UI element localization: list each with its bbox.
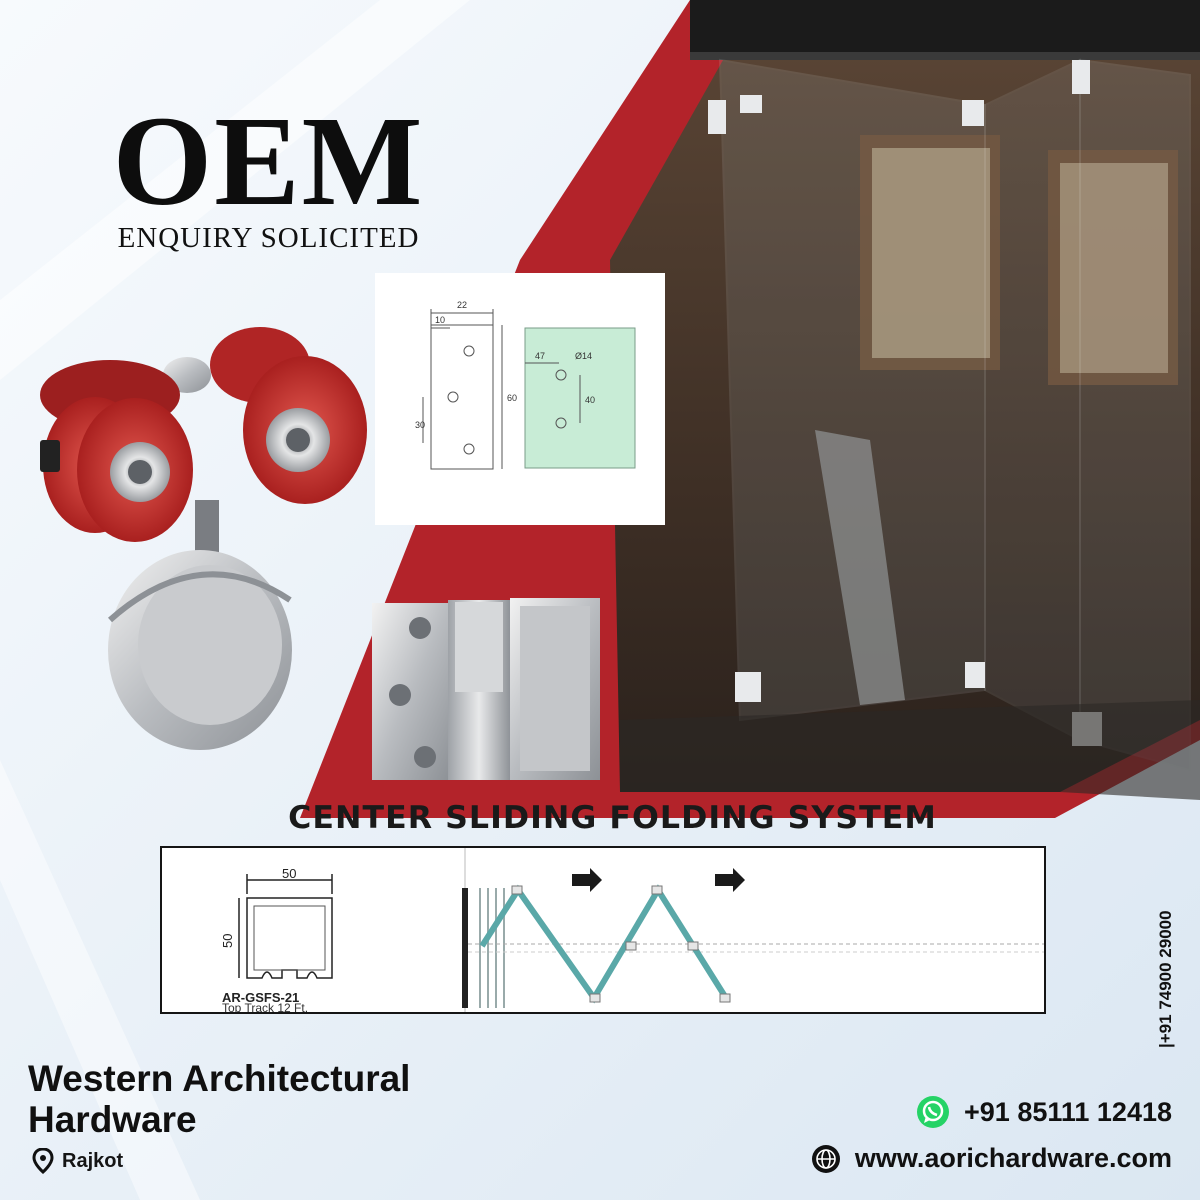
globe-icon	[811, 1144, 840, 1173]
arrow-right-icon	[715, 868, 745, 892]
website-url[interactable]: www.aorichardware.com	[854, 1143, 1172, 1173]
arrow-right-icon	[572, 868, 602, 892]
track-code: AR-GSFS-21	[222, 990, 299, 1005]
dim-d14: Ø14	[575, 351, 592, 361]
oem-title: OEM	[112, 90, 425, 232]
whatsapp-contact[interactable]: +91 85111 12418	[916, 1095, 1172, 1129]
company-name-line2: Hardware	[28, 1099, 197, 1140]
dim-10: 10	[435, 315, 445, 325]
dim-22: 22	[457, 300, 467, 310]
company-name: Western Architectural Hardware	[28, 1058, 508, 1140]
dim-40: 40	[585, 395, 595, 405]
website-contact[interactable]: www.aorichardware.com	[811, 1143, 1172, 1174]
location: Rajkot	[32, 1148, 123, 1174]
hinge-technical-drawing: 22 10 30 60 47 Ø14 40	[375, 273, 665, 525]
whatsapp-icon	[917, 1096, 950, 1128]
track-width-label: 50	[282, 866, 296, 881]
oem-subtitle: ENQUIRY SOLICITED	[117, 222, 420, 254]
location-text: Rajkot	[62, 1149, 124, 1172]
track-description: Top Track 12 Ft.	[222, 1001, 308, 1012]
dim-30: 30	[415, 420, 425, 430]
vertical-phone-number: |+91 74900 29000	[1156, 910, 1175, 1048]
whatsapp-number[interactable]: +91 85111 12418	[964, 1096, 1172, 1127]
company-name-line1: Western Architectural	[28, 1058, 411, 1099]
track-height-label: 50	[220, 934, 235, 948]
roller-hanger-illustration	[40, 327, 367, 750]
track-profile	[238, 874, 333, 979]
dim-47: 47	[535, 351, 545, 361]
folding-system-diagram: 50 50 AR-GSFS-21 Top Track 12 Ft.	[160, 846, 1046, 1015]
system-title: CENTER SLIDING FOLDING SYSTEM	[288, 800, 937, 836]
location-pin-icon	[32, 1148, 54, 1174]
glass-hinge-illustration	[372, 598, 600, 780]
dim-60: 60	[507, 393, 517, 403]
